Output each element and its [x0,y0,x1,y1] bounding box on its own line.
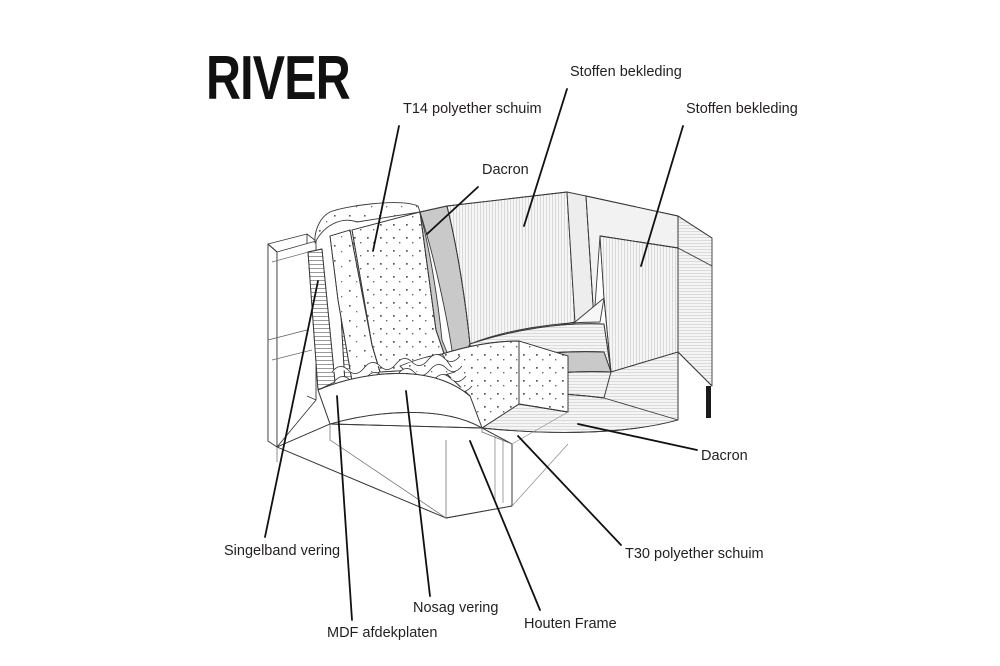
label-dacron-top: Dacron [482,162,529,178]
label-nosag-vering: Nosag vering [413,600,499,616]
leader-dacron-top [426,186,479,235]
leader-t30-polyether-schuim [517,435,622,546]
leader-lines [264,88,698,621]
leader-houten-frame [469,440,541,611]
t14-polyether-schuim-backrest [314,202,450,382]
leader-mdf-afdekplaten [336,395,353,621]
stoffen-bekleding-backrest [446,191,595,345]
leader-singelband-vering [264,280,319,538]
t30-polyether-schuim-seat [399,340,569,429]
brand-title: RIVER [206,44,351,113]
leader-stoffen-bekleding-right [640,125,684,267]
leader-stoffen-bekleding-top [523,88,568,227]
label-singelband-vering: Singelband vering [224,543,341,559]
label-t30-polyether-schuim: T30 polyether schuim [625,546,764,562]
leader-nosag-vering [405,390,431,597]
mdf-afdekplaten [317,373,483,429]
label-stoffen-bekleding-right: Stoffen bekleding [686,101,798,117]
label-houten-frame: Houten Frame [524,616,617,632]
houten-frame-base [276,423,513,519]
stoffen-bekleding-armrest [585,195,713,387]
sofa-leg [706,386,711,418]
leader-dacron-right [577,423,698,451]
label-stoffen-bekleding-top: Stoffen bekleding [570,64,682,80]
leader-t14-polyether-schuim [372,125,400,252]
label-dacron-right: Dacron [701,448,748,464]
label-mdf-afdekplaten: MDF afdekplaten [327,625,438,641]
houten-frame-left-box [267,233,317,448]
label-t14-polyether-schuim: T14 polyether schuim [403,101,542,117]
